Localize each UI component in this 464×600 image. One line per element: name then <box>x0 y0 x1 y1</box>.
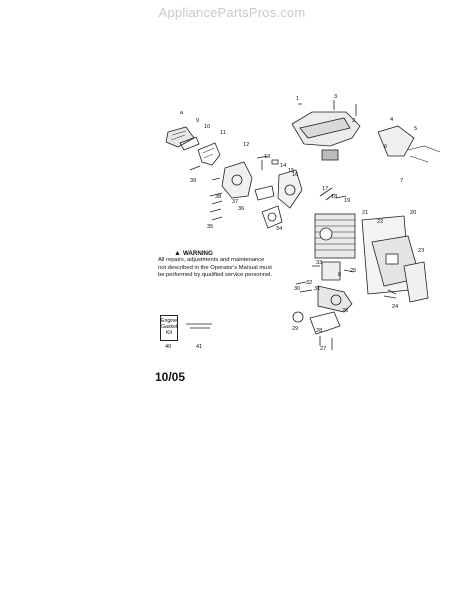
callout-16: 16 <box>292 172 298 178</box>
engine-gasket-kit-label: Engine Gasket Kit <box>160 315 178 341</box>
callout-10: 10 <box>204 124 210 130</box>
callout-21: 21 <box>362 210 368 216</box>
callout-39: 39 <box>190 178 196 184</box>
callout-37: 37 <box>232 199 238 205</box>
intake-boot <box>277 169 303 209</box>
callout-a: a <box>180 110 184 116</box>
callout-30: 30 <box>294 286 300 292</box>
callout-34: 34 <box>276 226 282 232</box>
callout-7: 7 <box>400 178 403 184</box>
bearing-29 <box>292 311 304 323</box>
callout-41: 41 <box>196 344 202 350</box>
callout-25: 25 <box>350 268 356 274</box>
warning-text: All repairs, adjustments and maintenance… <box>158 257 273 279</box>
callout-6: 6 <box>384 144 387 150</box>
callout-1: 1 <box>296 96 299 102</box>
callout-40: 40 <box>165 344 171 350</box>
callout-15: 15 <box>288 168 294 174</box>
callout-27: 27 <box>320 346 326 352</box>
callout-24: 24 <box>392 304 398 310</box>
callout-22: 22 <box>377 219 383 225</box>
callout-31: 31 <box>314 286 320 292</box>
callout-4: 4 <box>390 117 393 123</box>
date-code: 10/05 <box>155 370 186 384</box>
carburetor <box>221 161 253 199</box>
kit-line-3: Kit <box>165 330 173 337</box>
callout-18: 18 <box>331 194 337 200</box>
warning-heading: ▲WARNING <box>174 250 213 257</box>
callout-35: 35 <box>207 224 213 230</box>
callout-13: 13 <box>264 154 270 160</box>
piston <box>321 261 341 281</box>
kit-line-2: Gasket <box>161 324 178 331</box>
callout-23: 23 <box>418 248 424 254</box>
cylinder <box>314 213 356 259</box>
callout-26: 26 <box>342 308 348 314</box>
callout-32: 32 <box>306 280 312 286</box>
callout-9: 9 <box>196 118 199 124</box>
cover-decal <box>321 149 339 161</box>
callout-29: 29 <box>292 326 298 332</box>
callout-5: 5 <box>414 126 417 132</box>
callout-2: 2 <box>352 118 355 124</box>
callout-20: 20 <box>410 210 416 216</box>
gasket-kit-41 <box>186 323 212 329</box>
filter-bracket <box>197 142 221 166</box>
crankshaft <box>317 285 353 313</box>
callout-3: 3 <box>334 94 337 100</box>
air-filter <box>179 136 200 151</box>
warning-triangle-icon: ▲ <box>174 250 181 257</box>
callout-28: 28 <box>316 328 322 334</box>
callout-33: 33 <box>316 260 322 266</box>
ignition-module <box>377 125 415 157</box>
callout-8: 8 <box>338 272 341 278</box>
watermark: AppliancePartsPros.com <box>158 5 306 20</box>
callout-38: 38 <box>215 194 221 200</box>
warning-note: ▲WARNING All repairs, adjustments and ma… <box>158 250 273 280</box>
callout-14: 14 <box>280 163 286 169</box>
callout-11: 11 <box>220 130 226 136</box>
callout-12: 12 <box>243 142 249 148</box>
callout-17: 17 <box>322 186 328 192</box>
spark-arrestor <box>403 261 429 303</box>
gasket-34 <box>261 205 283 229</box>
kit-line-1: Engine <box>161 318 178 324</box>
callout-19: 19 <box>344 198 350 204</box>
crankcase-28 <box>309 311 341 335</box>
callout-36: 36 <box>238 206 244 212</box>
